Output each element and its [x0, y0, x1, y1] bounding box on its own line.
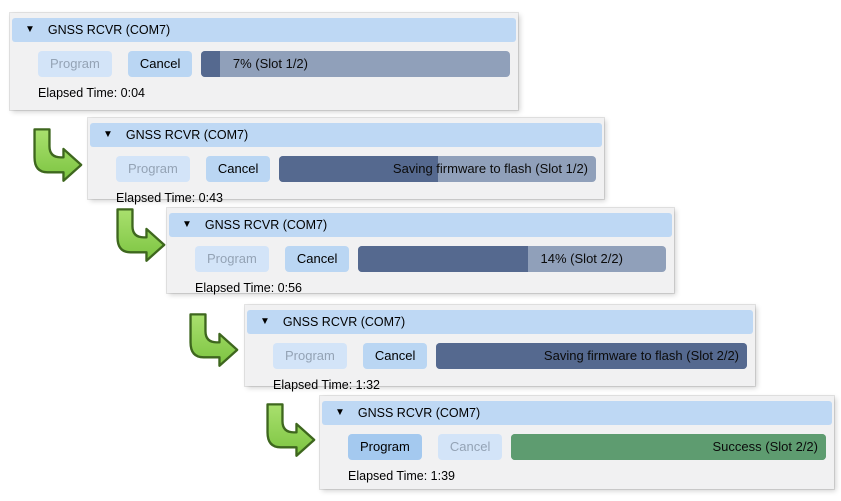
gnss-rcvr-panel: ▼ GNSS RCVR (COM7) Program Cancel 14% (S…	[167, 208, 674, 295]
progress-fill	[436, 342, 747, 369]
progress-bar: 14% (Slot 2/2)	[358, 245, 666, 272]
cancel-button[interactable]: Cancel	[127, 50, 193, 77]
progress-fill	[201, 50, 220, 77]
elapsed-time: Elapsed Time: 0:43	[116, 191, 224, 205]
controls-row: Program Cancel Saving firmware to flash …	[116, 155, 596, 182]
progress-label: 14% (Slot 2/2)	[540, 251, 623, 266]
gnss-rcvr-panel: ▼ GNSS RCVR (COM7) Program Cancel Saving…	[245, 305, 755, 392]
panel-header[interactable]: ▼ GNSS RCVR (COM7)	[322, 401, 832, 425]
program-button[interactable]: Program	[38, 50, 112, 77]
gnss-rcvr-panel: ▼ GNSS RCVR (COM7) Program Cancel Succes…	[320, 396, 834, 489]
controls-row: Program Cancel 14% (Slot 2/2)	[195, 245, 666, 272]
panel-title: GNSS RCVR (COM7)	[357, 406, 481, 420]
panel-title: GNSS RCVR (COM7)	[282, 315, 406, 329]
controls-row: Program Cancel 7% (Slot 1/2)	[38, 50, 510, 77]
cancel-button[interactable]: Cancel	[437, 433, 503, 460]
progress-fill	[511, 433, 826, 460]
next-step-arrow-icon	[33, 128, 83, 182]
cancel-button[interactable]: Cancel	[205, 155, 271, 182]
progress-bar: Saving firmware to flash (Slot 1/2)	[279, 155, 596, 182]
panel-title: GNSS RCVR (COM7)	[125, 128, 249, 142]
progress-fill	[279, 155, 438, 182]
panel-header[interactable]: ▼ GNSS RCVR (COM7)	[247, 310, 753, 334]
progress-bar: 7% (Slot 1/2)	[201, 50, 510, 77]
elapsed-time: Elapsed Time: 0:56	[195, 281, 303, 295]
elapsed-time: Elapsed Time: 1:39	[348, 469, 456, 483]
progress-label: Saving firmware to flash (Slot 1/2)	[392, 161, 588, 176]
collapse-chevron-icon[interactable]: ▼	[25, 24, 35, 35]
controls-row: Program Cancel Saving firmware to flash …	[273, 342, 747, 369]
progress-fill	[358, 245, 528, 272]
progress-label: Success (Slot 2/2)	[712, 439, 819, 454]
panel-title: GNSS RCVR (COM7)	[204, 218, 328, 232]
collapse-chevron-icon[interactable]: ▼	[103, 129, 113, 140]
controls-row: Program Cancel Success (Slot 2/2)	[348, 433, 826, 460]
progress-label: 7% (Slot 1/2)	[232, 56, 308, 71]
panel-header[interactable]: ▼ GNSS RCVR (COM7)	[12, 18, 516, 42]
next-step-arrow-icon	[116, 208, 166, 262]
program-button[interactable]: Program	[116, 155, 190, 182]
progress-bar: Success (Slot 2/2)	[511, 433, 826, 460]
panel-header[interactable]: ▼ GNSS RCVR (COM7)	[169, 213, 672, 237]
program-button[interactable]: Program	[348, 433, 422, 460]
program-button[interactable]: Program	[273, 342, 347, 369]
progress-label: Saving firmware to flash (Slot 2/2)	[543, 348, 739, 363]
gnss-rcvr-panel: ▼ GNSS RCVR (COM7) Program Cancel 7% (Sl…	[10, 13, 518, 110]
collapse-chevron-icon[interactable]: ▼	[182, 219, 192, 230]
collapse-chevron-icon[interactable]: ▼	[260, 316, 270, 327]
program-button[interactable]: Program	[195, 245, 269, 272]
panel-header[interactable]: ▼ GNSS RCVR (COM7)	[90, 123, 602, 147]
cancel-button[interactable]: Cancel	[284, 245, 350, 272]
next-step-arrow-icon	[189, 313, 239, 367]
elapsed-time: Elapsed Time: 1:32	[273, 378, 381, 392]
collapse-chevron-icon[interactable]: ▼	[335, 407, 345, 418]
cancel-button[interactable]: Cancel	[362, 342, 428, 369]
elapsed-time: Elapsed Time: 0:04	[38, 86, 146, 100]
progress-bar: Saving firmware to flash (Slot 2/2)	[436, 342, 747, 369]
next-step-arrow-icon	[266, 403, 316, 457]
gnss-rcvr-panel: ▼ GNSS RCVR (COM7) Program Cancel Saving…	[88, 118, 604, 205]
panel-title: GNSS RCVR (COM7)	[47, 23, 171, 37]
